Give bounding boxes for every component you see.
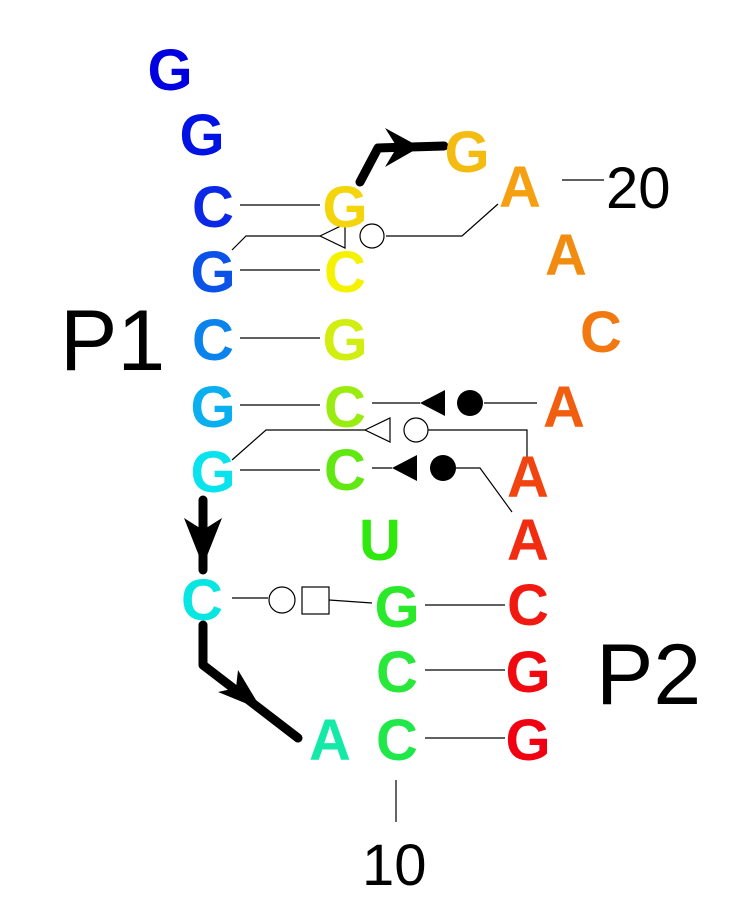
base-pair-lines — [240, 179, 604, 822]
helix-label-p2: P2 — [596, 627, 701, 723]
nucleotide-21: A — [545, 223, 587, 288]
nucleotide-20: A — [499, 155, 541, 220]
nucleotide-5: C — [192, 308, 234, 373]
nucleotide-7: G — [190, 440, 235, 505]
nucleotide-12: G — [374, 575, 419, 640]
nucleotide-15: C — [324, 375, 366, 440]
nucleotide-22: C — [580, 300, 622, 365]
backbone-arrows — [184, 128, 449, 743]
helix-label-p1: P1 — [60, 293, 165, 389]
position-label-10: 10 — [362, 833, 427, 898]
tertiary-interactions — [231, 203, 537, 615]
nucleotide-17: C — [324, 240, 366, 305]
nucleotide-13: U — [359, 508, 401, 573]
filled-circle-symbol — [430, 455, 456, 481]
open-circle-symbol — [359, 223, 385, 249]
nucleotide-14: C — [324, 438, 366, 503]
nucleotide-26: C — [507, 573, 549, 638]
nucleotide-1: G — [147, 38, 192, 103]
nucleotide-19: G — [444, 120, 489, 185]
open-square-symbol — [301, 586, 330, 615]
nucleotide-27: G — [505, 640, 550, 705]
nucleotide-24: A — [507, 445, 549, 510]
nucleotide-3: C — [192, 175, 234, 240]
open-circle-symbol — [268, 586, 296, 614]
nucleotide-6: G — [190, 375, 235, 440]
arrowhead — [385, 128, 420, 167]
nucleotide-10: C — [376, 708, 418, 773]
nucleotide-23: A — [543, 375, 585, 440]
nucleotide-11: C — [376, 640, 418, 705]
open-triangle-symbol — [363, 417, 391, 443]
position-label-20: 20 — [606, 156, 671, 221]
nucleotide-4: G — [190, 240, 235, 305]
nucleotide-8: C — [181, 568, 223, 633]
nucleotide-25: A — [507, 508, 549, 573]
nucleotide-2: G — [179, 103, 224, 168]
arrowhead — [218, 670, 262, 710]
nucleotide-28: G — [505, 708, 550, 773]
open-circle-symbol — [403, 417, 429, 443]
open-triangle-symbol — [318, 223, 346, 249]
nucleotide-16: G — [322, 308, 367, 373]
filled-triangle-symbol — [420, 390, 445, 416]
arrowhead — [184, 518, 222, 566]
filled-triangle-symbol — [392, 455, 417, 481]
nucleotide-18: G — [322, 175, 367, 240]
filled-circle-symbol — [457, 390, 483, 416]
nucleotide-9: A — [309, 708, 351, 773]
